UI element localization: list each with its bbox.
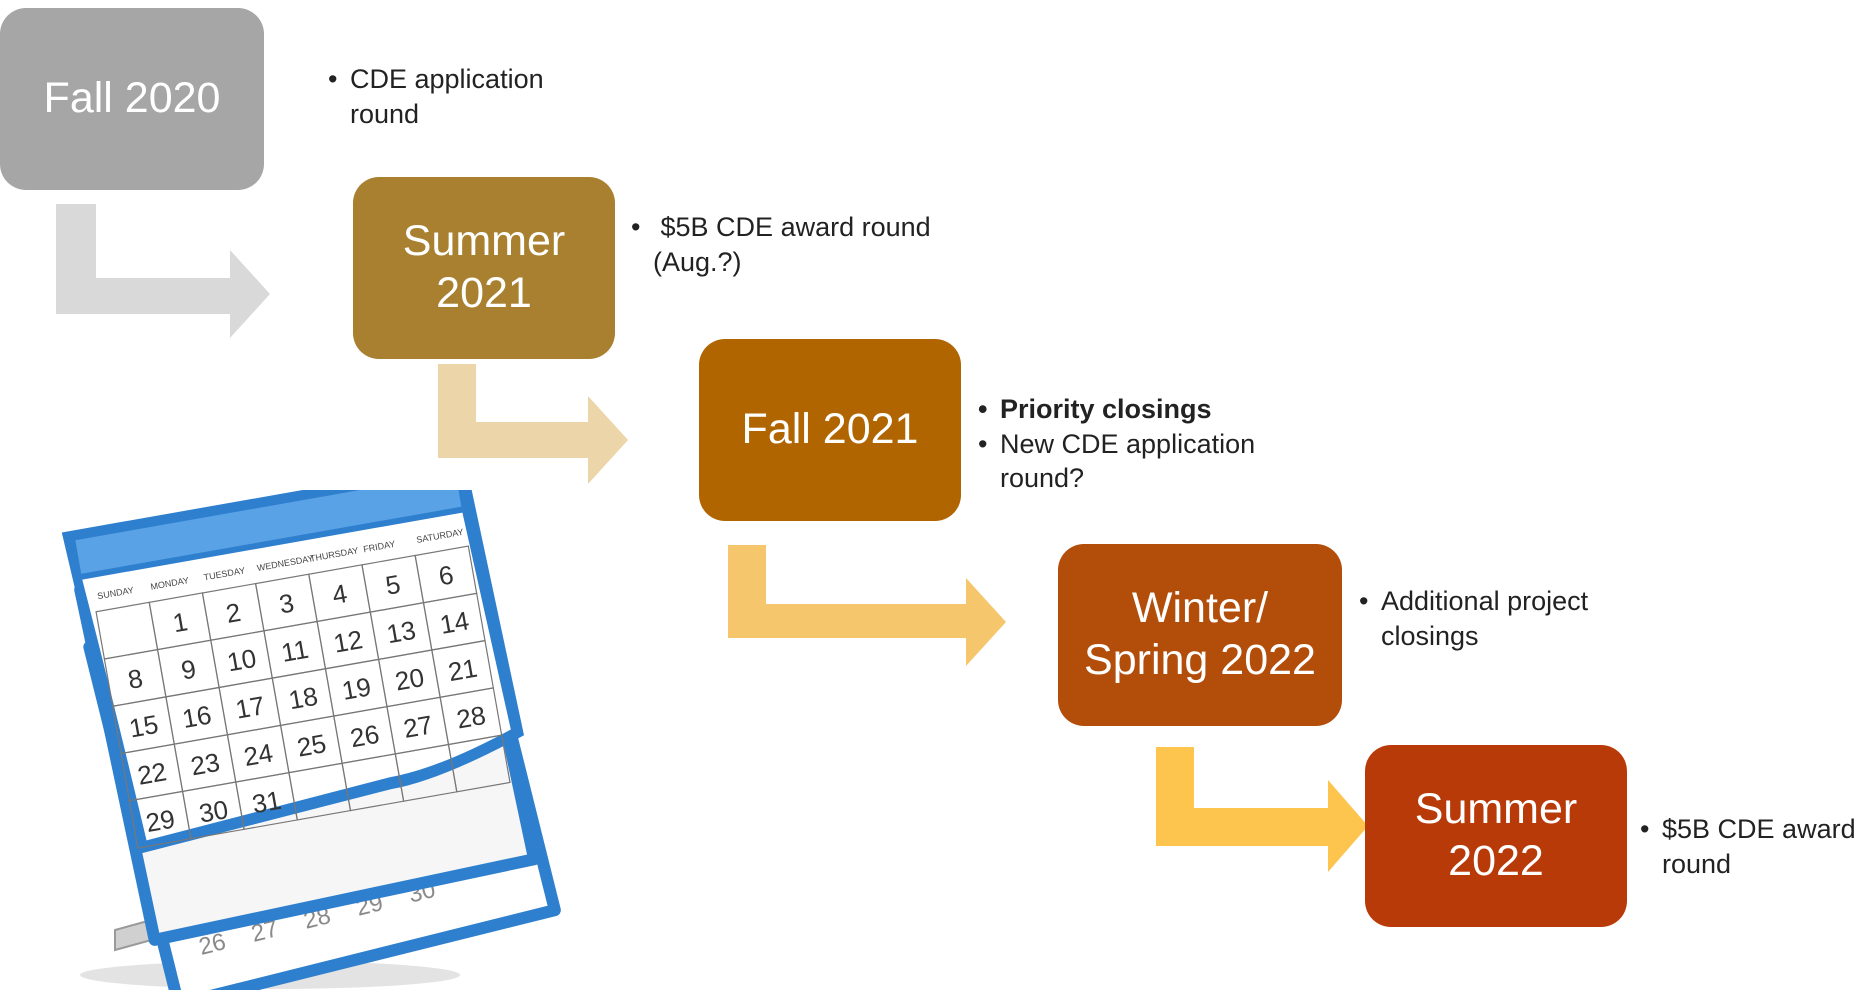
period-label: Summer 2021	[402, 217, 566, 317]
calendar-day-number: 2	[224, 597, 243, 629]
calendar-day-number: 3	[277, 587, 296, 619]
period-notes-fall-2021: Priority closings New CDE application ro…	[978, 392, 1308, 496]
period-box-fall-2020: Fall 2020	[0, 8, 264, 190]
period-notes-fall-2020: CDE application round	[328, 62, 568, 131]
calendar-day-number: 4	[330, 578, 349, 610]
calendar-day-number: 25	[295, 728, 329, 763]
note-item: Priority closings	[978, 392, 1308, 427]
period-label: Summer 2022	[1414, 785, 1578, 885]
period-label: Winter/ Spring 2022	[1084, 584, 1316, 684]
calendar-day-number: 29	[143, 803, 177, 838]
calendar-day-number: 16	[180, 700, 214, 735]
calendar-day-number: 14	[438, 605, 472, 640]
note-item: Additional project closings	[1359, 584, 1629, 653]
note-item: $5B CDE award round	[1640, 812, 1862, 881]
calendar-cell	[447, 734, 511, 793]
calendar-day-number: 18	[286, 681, 320, 716]
calendar-day-number: 31	[250, 785, 284, 820]
note-item: New CDE application round?	[978, 427, 1308, 496]
period-box-fall-2021: Fall 2021	[699, 339, 961, 521]
calendar-day-number: 19	[340, 671, 374, 706]
period-box-summer-2021: Summer 2021	[353, 177, 615, 359]
period-notes-summer-2022: $5B CDE award round	[1640, 812, 1862, 881]
calendar-day-number: 6	[436, 559, 455, 591]
calendar-day-number: 13	[384, 615, 418, 650]
arrow-connector-3	[728, 545, 1006, 666]
period-label: Fall 2020	[43, 74, 221, 123]
calendar-day-number: 10	[225, 643, 259, 678]
period-notes-summer-2021: $5B CDE award round (Aug.?)	[631, 210, 971, 279]
calendar-day-number: 26	[348, 719, 382, 754]
calendar-day-number: 30	[197, 794, 231, 829]
period-box-winter-spring-2022: Winter/ Spring 2022	[1058, 544, 1342, 726]
arrow-connector-1	[56, 204, 270, 338]
calendar-day-number: 22	[135, 756, 169, 791]
calendar-day-number: 21	[446, 653, 480, 688]
calendar-day-number: 11	[279, 634, 311, 668]
calendar-day-number: 8	[126, 663, 145, 695]
calendar-day-number: 23	[188, 747, 222, 782]
calendar-day-number: 24	[242, 737, 276, 772]
calendar-day-number: 20	[393, 662, 427, 697]
calendar-day-number: 5	[383, 569, 402, 601]
arrow-connector-2	[438, 364, 628, 484]
period-label: Fall 2021	[741, 405, 919, 454]
calendar-day-number: 1	[170, 606, 189, 638]
arrow-connector-4	[1156, 747, 1368, 872]
calendar-icon: 21222324252627282930312627282930 SUNDAYM…	[61, 490, 561, 990]
calendar-day-number: 9	[179, 654, 198, 686]
note-item: $5B CDE award round (Aug.?)	[631, 210, 971, 279]
calendar-day-number: 28	[454, 700, 488, 735]
calendar-day-number: 27	[401, 709, 435, 744]
note-item: CDE application round	[328, 62, 568, 131]
period-box-summer-2022: Summer 2022	[1365, 745, 1627, 927]
period-notes-winter-spring-2022: Additional project closings	[1359, 584, 1629, 653]
calendar-day-number: 17	[233, 690, 267, 725]
calendar-day-number: 12	[331, 624, 365, 659]
calendar-day-number: 15	[127, 709, 161, 744]
